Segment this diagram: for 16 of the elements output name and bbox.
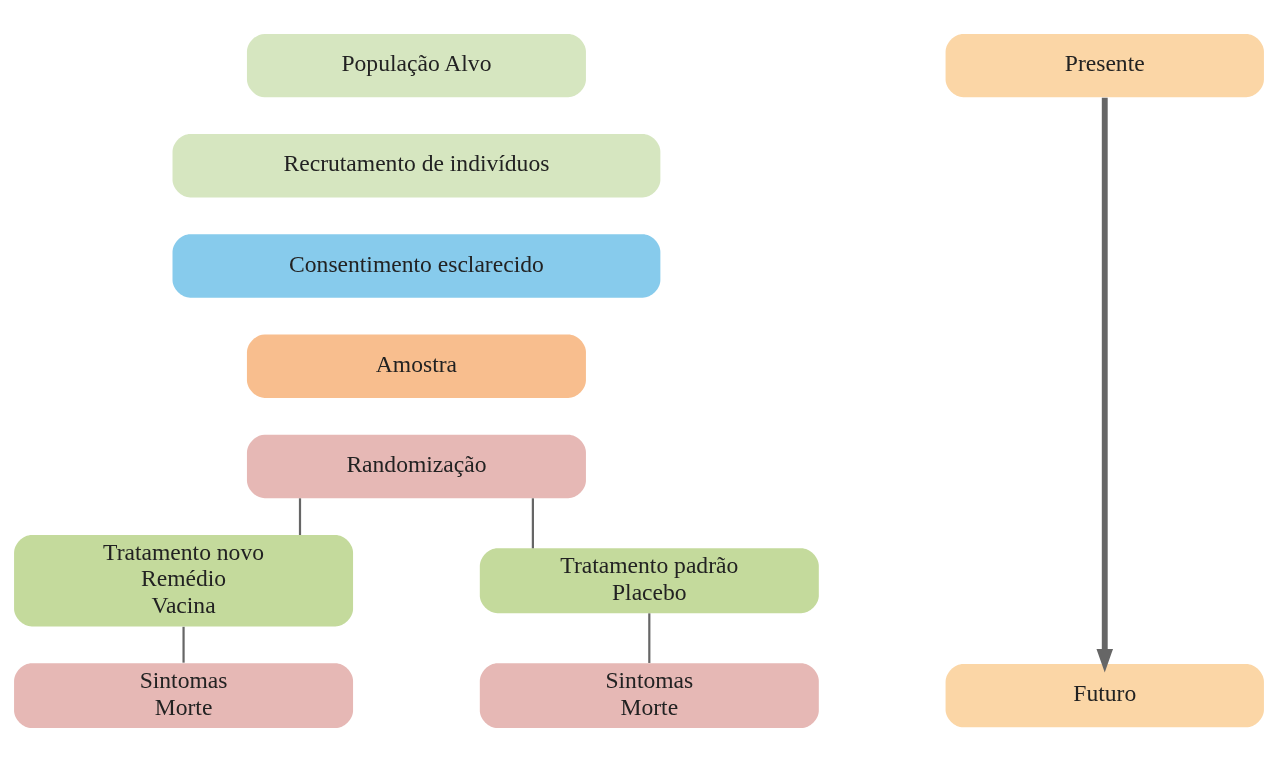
node-box: Tratamento novo Remédio Vacina <box>14 535 354 627</box>
node-box: Sintomas Morte <box>14 663 354 729</box>
arrow <box>1096 97 1114 673</box>
node-box: Amostra <box>246 334 586 398</box>
node-box: População Alvo <box>246 33 586 98</box>
node-box: Tratamento padrão Placebo <box>479 548 819 614</box>
connector <box>648 613 651 663</box>
node-box: Presente <box>945 33 1264 98</box>
node-box: Sintomas Morte <box>479 663 819 729</box>
node-box: Randomização <box>246 434 586 499</box>
node-box: Recrutamento de indivíduos <box>172 134 661 198</box>
connector <box>298 498 302 535</box>
node-box: Futuro <box>945 664 1264 728</box>
connector <box>531 498 534 549</box>
connector <box>182 626 185 663</box>
node-box: Consentimento esclarecido <box>172 234 661 298</box>
